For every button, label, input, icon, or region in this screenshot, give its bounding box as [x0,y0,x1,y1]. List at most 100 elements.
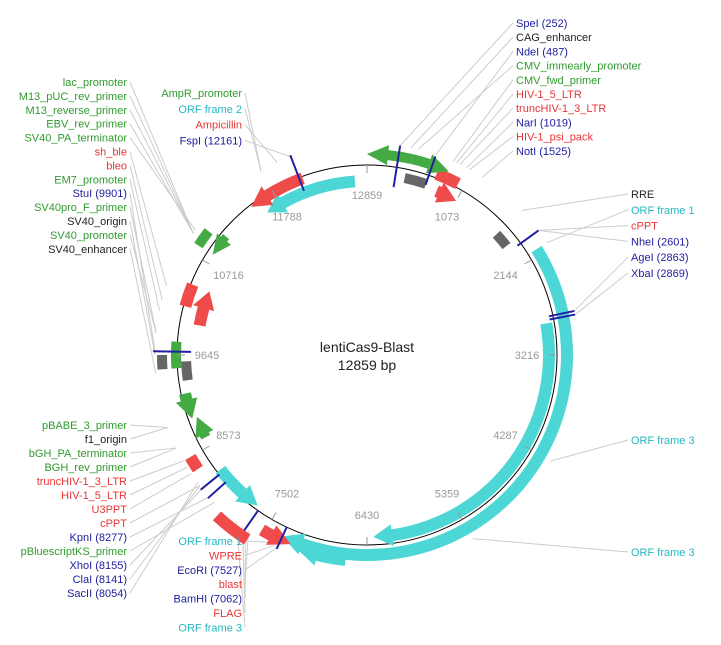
top-middle-label: AmpR_promoter [161,88,242,100]
hiv-5-ltr-arc [434,168,461,190]
connector-line [244,139,292,158]
sv40-pa-arc [194,228,213,249]
ndei-site-mark [424,156,437,186]
connector-line [574,272,629,315]
connector-line [244,546,278,571]
top-right-label: HIV-1_psi_pack [516,132,594,144]
connector-line [129,447,177,454]
left-top-label: EM7_promoter [54,174,127,186]
connector-line [129,206,157,333]
top-middle-label: FspI (12161) [180,135,242,147]
connector-line [129,427,168,440]
left-top-label: M13_pUC_rev_primer [19,91,128,103]
top-right-label: HIV-1_5_LTR [516,89,582,101]
tick-mark [457,512,463,520]
sv40-promoter-arc [212,233,231,255]
right-label: cPPT [631,221,658,233]
connector-line [129,81,194,234]
bleo-arc [179,282,199,308]
connector-line [129,95,194,234]
kpni-site-mark [207,481,227,499]
plasmid-length: 12859 bp [338,357,397,373]
connector-line [129,123,194,234]
right-label: AgeI (2863) [631,252,688,264]
top-middle-label: Ampicillin [196,120,242,132]
top-middle-label: ORF frame 2 [178,104,242,116]
connector-line [129,473,192,510]
cmv-promoter-arc [367,145,414,166]
left-top-label: SV40_origin [67,216,127,228]
left-bottom-label: KpnI (8277) [70,532,127,544]
tick-label: 6430 [355,510,379,522]
connector-line [129,447,177,468]
sv40-enhancer-arc [181,361,193,381]
hiv-psi-pack-arc [434,182,456,203]
left-top-label: M13_reverse_primer [26,105,128,117]
wpre-arc [258,524,291,545]
xbai-site-mark [549,313,576,321]
left-bottom-label: HIV-1_5_LTR [61,490,127,502]
connector-line [129,485,201,524]
connector-line [574,256,629,312]
tick-mark [524,259,532,265]
connector-line [417,65,514,150]
connector-line [129,248,157,374]
left-top-label: SV40_PA_terminator [24,133,127,145]
left-top-label: SV40_enhancer [48,244,127,256]
f1-origin-arc [175,392,198,419]
connector-line [129,466,188,496]
left-bottom-label: cPPT [100,518,127,530]
tick-label: 1073 [435,211,459,223]
tick-label: 2144 [493,270,517,282]
connector-line [466,122,514,169]
connector-line [244,545,275,556]
ecori-site-mark [275,526,288,550]
tick-label: 3216 [515,350,539,362]
left-bottom-label: SacII (8054) [67,588,127,600]
connector-line [129,488,203,566]
top-right-label: NdeI (487) [516,46,568,58]
left-top-label: SV40_promoter [50,230,127,242]
sh-ble-arc [193,291,215,327]
label-connector-lines [129,22,629,628]
right-label: NheI (2601) [631,236,689,248]
connector-line [452,79,514,162]
connector-line [129,234,157,333]
left-bottom-label: U3PPT [92,504,128,516]
tick-label: 7502 [275,489,299,501]
cag-enhancer-arc [403,173,428,189]
cmv-fwd-primer-arc [411,154,449,174]
spei-site-mark [392,145,402,188]
tick-label: 9645 [195,350,219,362]
connector-line [244,108,262,172]
connector-line [244,124,278,164]
left-bottom-label: pBABE_3_primer [42,420,127,432]
left-top-label: lac_promoter [63,77,128,89]
feature-arcs [153,145,576,566]
connector-line [550,439,629,462]
connector-line [521,193,629,211]
nhei-site-mark [516,229,540,247]
tick-label: 5359 [435,489,459,501]
left-bottom-label: truncHIV-1_3_LTR [37,476,127,488]
rre-arc [492,230,511,250]
bottom-middle-label: WPRE [209,550,242,562]
right-lower-label: ORF frame 3 [631,547,695,559]
connector-line [129,496,210,538]
xhoi-site-mark [200,473,220,491]
left-bottom-label: bGH_PA_terminator [29,448,128,460]
bamhi-site-mark [243,510,259,531]
tick-mark [271,190,277,198]
tick-label: 8573 [216,430,240,442]
connector-line [538,225,629,231]
connector-line [472,538,629,553]
top-right-label: CMV_fwd_primer [516,75,601,87]
left-top-label: sh_ble [95,147,127,159]
tick-label: 4287 [493,430,517,442]
tick-label: 12859 [352,190,383,202]
left-bottom-label: XhoI (8155) [70,560,127,572]
connector-line [129,193,156,352]
left-top-label: bleo [106,160,127,172]
right-label: ORF frame 1 [631,205,695,217]
